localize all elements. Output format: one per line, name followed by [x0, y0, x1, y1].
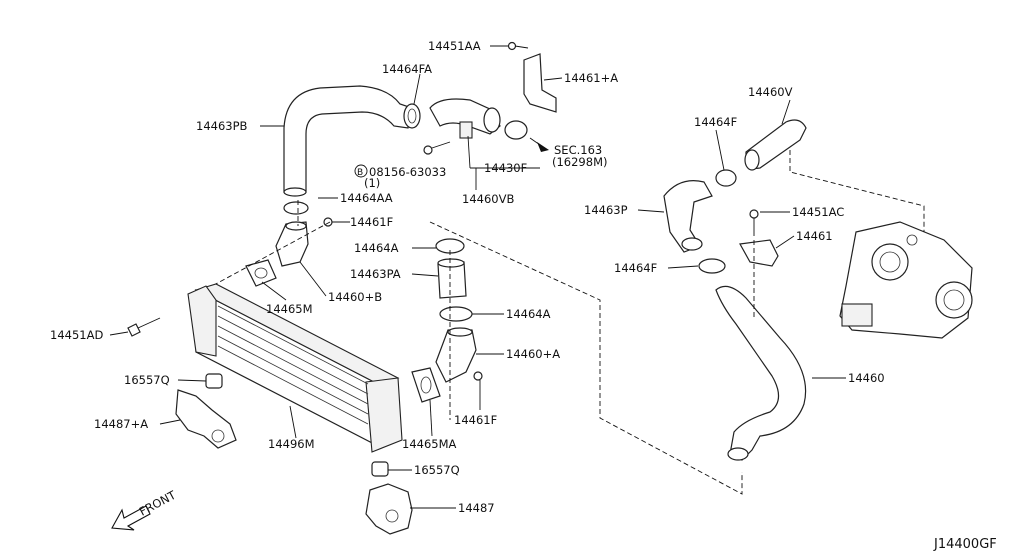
tube-14460VB-end [483, 107, 501, 133]
tube-14460V-end [744, 149, 760, 171]
bolt-14451AD [127, 323, 141, 337]
bolt-code-symbol: B [357, 168, 363, 178]
label-14464A-top: 14464A [354, 241, 399, 255]
label-14451AC: 14451AC [792, 205, 844, 219]
turbocharger [839, 221, 973, 339]
sec-ref-line2: (16298M) [552, 155, 607, 169]
elbow-14460A-top [447, 327, 473, 337]
nut-14461F-low [473, 371, 483, 381]
label-14463PB: 14463PB [196, 119, 248, 133]
label-14464FA: 14464FA [382, 62, 432, 76]
clamp-14430F [504, 120, 528, 140]
intercooler-end-tank-left [187, 285, 217, 357]
label-14430F: 14430F [484, 161, 527, 175]
label-14460A: 14460+A [506, 347, 560, 361]
label-14461: 14461 [796, 229, 833, 243]
clamp-14464FA [403, 103, 421, 129]
label-14464F-low: 14464F [614, 261, 657, 275]
label-14464AA: 14464AA [340, 191, 393, 205]
leader-lines [109, 45, 846, 509]
bolt-14451AC [749, 209, 759, 219]
bolt-code: B 08156-63033 (1) [354, 164, 446, 190]
nut-14461F-top [323, 217, 333, 227]
label-14451AA: 14451AA [428, 39, 481, 53]
mount-16557Q-left [205, 373, 223, 389]
label-14463P: 14463P [584, 203, 628, 217]
alignment-dash-right [789, 150, 925, 232]
label-14465MA: 14465MA [402, 437, 457, 451]
bracket-14461A [523, 53, 557, 113]
gasket-14465MA [411, 367, 441, 403]
bracket-14487A [175, 389, 237, 449]
clamp-14464F-low [698, 258, 726, 274]
bracket-14487A-hole [211, 429, 225, 443]
clamp-14464AA [283, 201, 309, 215]
bolt-14451AA [507, 41, 517, 51]
label-14465M: 14465M [266, 302, 313, 316]
label-16557Q-left: 16557Q [124, 373, 170, 387]
sec-ref-line1: SEC.163 [554, 143, 602, 157]
bolt-08156-shank [431, 141, 451, 149]
bracket-14487-hole [385, 509, 399, 523]
label-14464A-low: 14464A [506, 307, 551, 321]
bracket-14461 [739, 239, 779, 267]
tube-14460VB-bracket [459, 121, 473, 139]
clamp-14464FA-inner [407, 108, 417, 124]
pipe-14460-bottom [727, 447, 749, 461]
bolt-14451AA-shank [514, 45, 529, 49]
hose-14463PA-top [437, 258, 465, 268]
hose-14463PB-end [283, 187, 307, 197]
pipe-14460 [715, 285, 807, 461]
label-14451AD: 14451AD [50, 328, 103, 342]
label-14460: 14460 [848, 371, 885, 385]
label-14487A: 14487+A [94, 417, 148, 431]
hose-14463P-end [681, 237, 703, 251]
label-14460V: 14460V [748, 85, 793, 99]
mount-16557Q-bottom [371, 461, 389, 477]
alignment-dash-center [429, 221, 743, 495]
label-14496M: 14496M [268, 437, 315, 451]
gasket-14465M [245, 259, 277, 287]
label-14460B: 14460+B [328, 290, 382, 304]
front-arrow-icon [111, 505, 151, 531]
clamp-14464F-top [715, 169, 737, 187]
elbow-14460A [435, 329, 477, 383]
label-14487: 14487 [458, 501, 495, 515]
label-14463PA: 14463PA [350, 267, 401, 281]
label-14461A: 14461+A [564, 71, 618, 85]
label-14461F-top: 14461F [350, 215, 393, 229]
label-16557Q-bottom: 16557Q [414, 463, 460, 477]
label-front: FRONT [137, 487, 179, 518]
label-14460VB: 14460VB [462, 192, 514, 206]
bracket-14487 [365, 483, 413, 535]
clamp-14464A-low [439, 306, 473, 322]
label-14461F-low: 14461F [454, 413, 497, 427]
bolt-code-number: 08156-63033 [369, 165, 446, 179]
gasket-14465M-hole [254, 267, 268, 279]
sec-arrow-shaft [529, 137, 544, 148]
gasket-14465MA-hole [420, 376, 432, 394]
label-14464F-top: 14464F [694, 115, 737, 129]
intercooler-fins [217, 305, 369, 425]
intercooler-end-tank-right [365, 377, 403, 453]
bolt-code-qty: (1) [364, 176, 380, 190]
bolt-14451AD-shank [137, 317, 161, 329]
elbow-14460B-top [285, 221, 307, 231]
diagram-id: J14400GF [933, 537, 997, 552]
bolt-08156 [423, 145, 433, 155]
